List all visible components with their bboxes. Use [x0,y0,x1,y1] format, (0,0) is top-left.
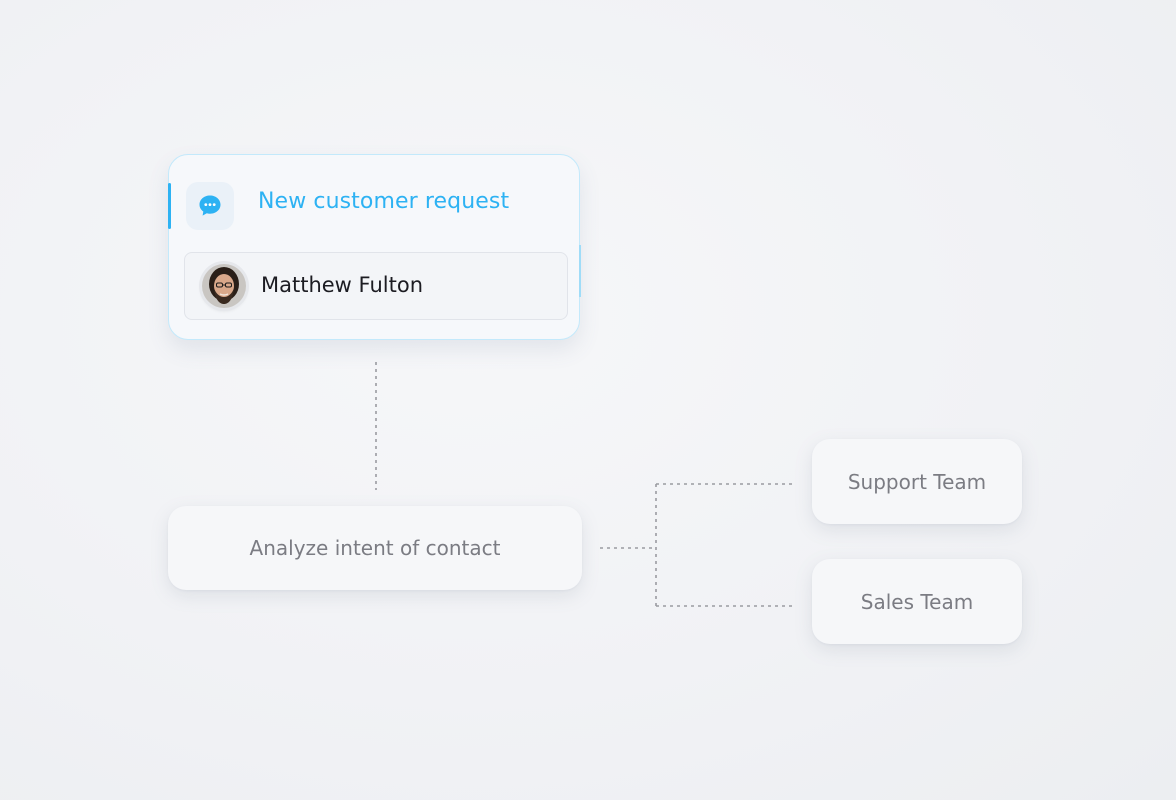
contact-name: Matthew Fulton [261,273,424,297]
trigger-card[interactable]: New customer request Matthew Fulton [168,154,581,340]
sales-team-node[interactable]: Sales Team [812,559,1022,644]
sales-team-label: Sales Team [860,589,974,614]
avatar [202,264,246,308]
trigger-title: New customer request [258,189,510,214]
trigger-accent-bar [168,183,171,229]
support-team-label: Support Team [847,469,987,494]
analyze-intent-node[interactable]: Analyze intent of contact [168,506,582,590]
analyze-intent-label: Analyze intent of contact [249,536,501,560]
trigger-right-edge [578,245,581,297]
contact-chip[interactable]: Matthew Fulton [184,252,568,320]
support-team-node[interactable]: Support Team [812,439,1022,524]
chat-bubble-icon [186,182,234,230]
